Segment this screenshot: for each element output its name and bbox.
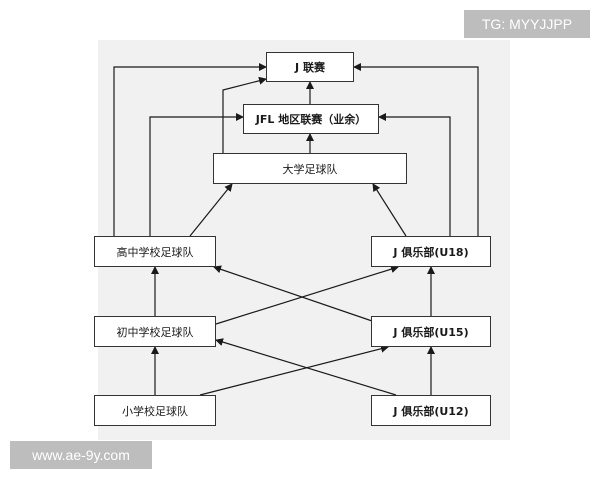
arrow-high-school-to-university: [189, 183, 233, 237]
node-club-u12: J 俱乐部(U12): [371, 395, 491, 426]
node-elementary: 小学校足球队: [94, 395, 216, 426]
node-university: 大学足球队: [213, 153, 407, 184]
arrow-club-u18-to-j-league: [353, 63, 479, 236]
watermark-tg: TG: MYYJJPP: [464, 10, 590, 38]
arrow-elementary-to-club-u15: [199, 344, 389, 396]
node-jfl-regional-league: JFL 地区联赛（业余）: [243, 104, 379, 134]
arrow-club-u15-to-high-school: [213, 265, 376, 323]
arrow-high-school-to-j-league: [113, 63, 267, 236]
arrow-club-u12-to-junior-high: [215, 338, 397, 396]
node-junior-high: 初中学校足球队: [94, 316, 216, 347]
node-club-u15: J 俱乐部(U15): [371, 316, 491, 347]
arrow-high-school-to-jfl: [149, 113, 244, 236]
arrow-club-u18-to-university: [372, 183, 407, 237]
node-high-school: 高中学校足球队: [94, 236, 216, 267]
arrow-club-u18-to-jfl: [378, 113, 451, 236]
edge-group: [113, 63, 479, 396]
arrow-university-to-j-league: [222, 76, 267, 153]
watermark-url: www.ae-9y.com: [10, 441, 152, 469]
arrow-junior-high-to-club-u18: [215, 265, 399, 325]
node-club-u18: J 俱乐部(U18): [371, 236, 491, 267]
node-j-league: J 联赛: [266, 52, 354, 82]
